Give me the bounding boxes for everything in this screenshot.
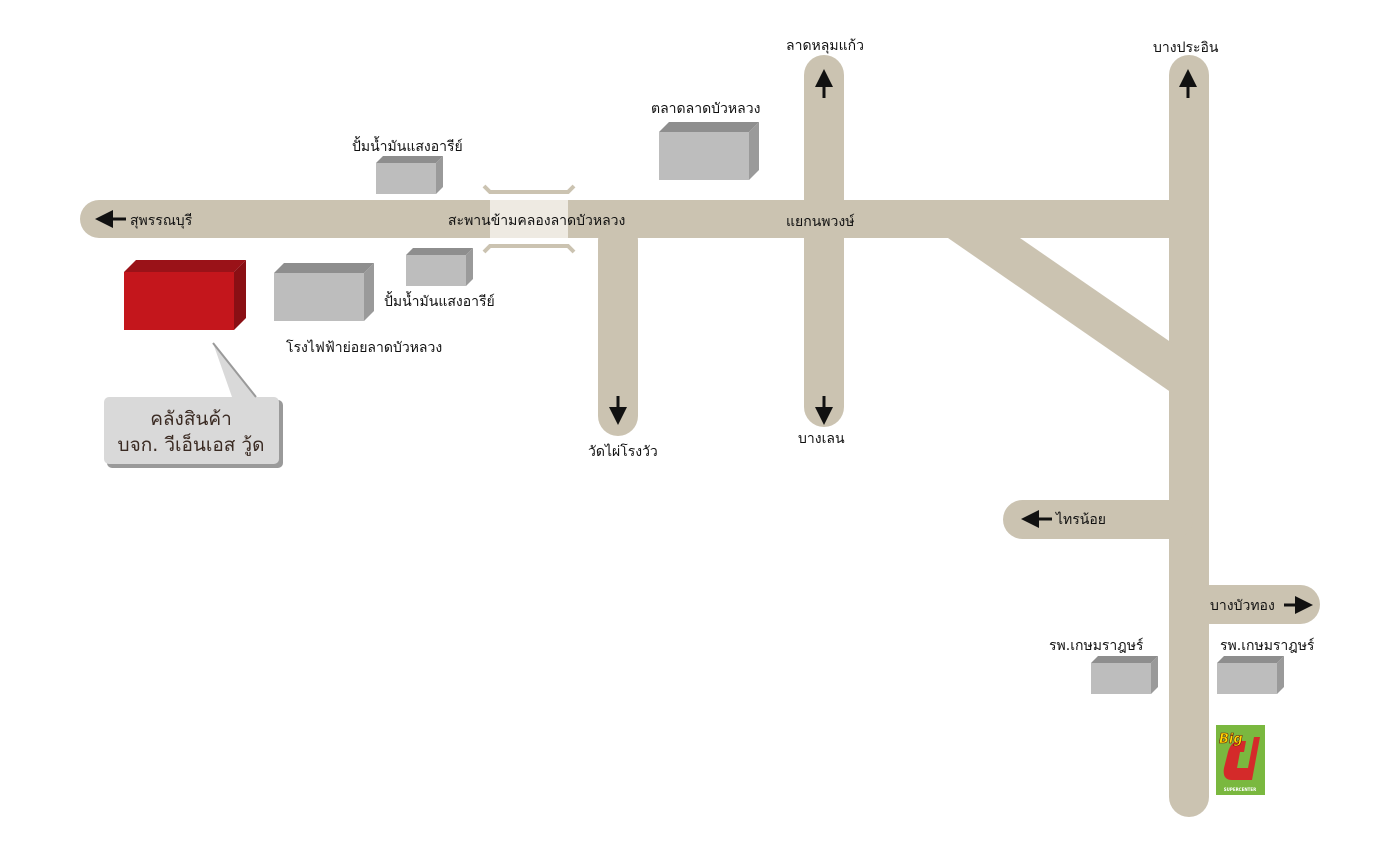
road-east: [1169, 55, 1209, 817]
label-power-substation: โรงไฟฟ้าย่อยลาดบัวหลวง: [286, 339, 442, 356]
big-c-logo: Big SUPERCENTER: [1216, 725, 1265, 795]
hospital-left-building: [1091, 656, 1158, 694]
logo-sub: SUPERCENTER: [1224, 787, 1256, 792]
direction-arrows: [95, 69, 1313, 614]
labels: สุพรรณบุรี สะพานข้ามคลองลาดบัวหลวง วัดไผ…: [130, 38, 1315, 654]
road-north-south: [804, 55, 844, 427]
label-hospital-right: รพ.เกษมราฎษร์: [1220, 637, 1315, 654]
label-lat-lum-kaeo: ลาดหลุมแก้ว: [786, 38, 864, 54]
warehouse-callout: คลังสินค้า บจก. วีเอ็นเอส วู้ด: [104, 342, 283, 468]
label-gas-station-south: ปั้มน้ำมันแสงอารีย์: [384, 291, 495, 310]
road-wat-phai: [598, 220, 638, 436]
label-hospital-left: รพ.เกษมราฎษร์: [1049, 637, 1144, 654]
callout-line1: คลังสินค้า: [150, 408, 232, 430]
road-sai-noi: [1003, 500, 1193, 539]
callout-line2: บจก. วีเอ็นเอส วู้ด: [118, 432, 265, 456]
logo-big: Big: [1219, 732, 1243, 747]
label-bang-len: บางเลน: [798, 431, 845, 447]
gas-station-north-building: [376, 156, 443, 194]
label-gas-station-north: ปั้มน้ำมันแสงอารีย์: [352, 136, 463, 155]
label-bang-pa-in: บางประอิน: [1153, 40, 1219, 56]
road-diagonal: [948, 238, 1172, 393]
bridge-rail: [482, 184, 576, 254]
label-suphanburi: สุพรรณบุรี: [130, 213, 193, 229]
bridge: [490, 200, 568, 238]
label-intersection: แยกนพวงษ์: [786, 213, 855, 230]
label-bridge: สะพานข้ามคลองลาดบัวหลวง: [448, 213, 625, 229]
warehouse-building: [124, 260, 246, 330]
road-main: [80, 200, 1208, 238]
label-wat-phai: วัดไผ่โรงวัว: [588, 443, 658, 460]
road-bang-bua-thong: [1190, 585, 1320, 624]
gas-station-south-building: [406, 248, 473, 286]
roads: [80, 55, 1320, 817]
hospital-right-building: [1217, 656, 1284, 694]
label-market: ตลาดลาดบัวหลวง: [651, 101, 760, 117]
label-sai-noi: ไทรน้อย: [1055, 511, 1106, 528]
label-bang-bua-thong: บางบัวทอง: [1210, 598, 1275, 614]
buildings: [124, 122, 1284, 694]
power-substation-building: [274, 263, 374, 321]
market-building: [659, 122, 759, 180]
